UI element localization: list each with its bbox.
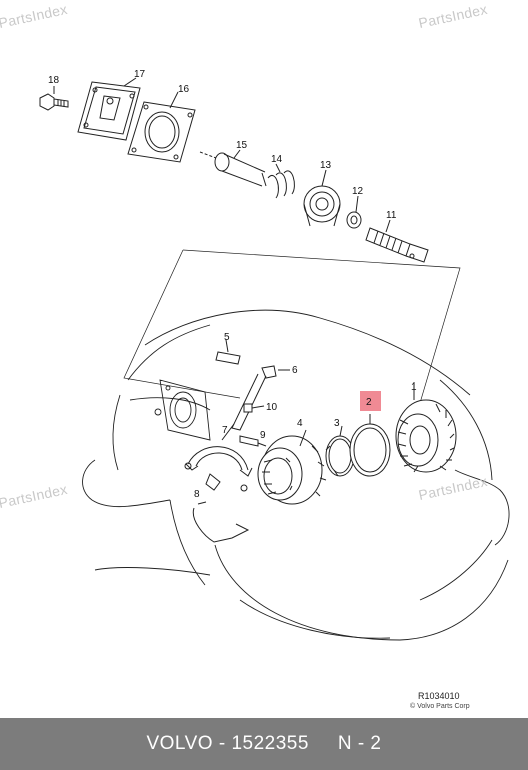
footer-brand: VOLVO [146, 733, 214, 754]
part-17-cover [77, 81, 141, 141]
part-info-footer: VOLVO - 1522355 N - 2 [0, 718, 528, 770]
part-16-gasket [127, 101, 196, 163]
part-3-snap-ring [325, 435, 355, 477]
part-13-bearing [303, 185, 341, 227]
footer-sep-1: - [213, 733, 232, 754]
part-18-bolt [39, 93, 69, 111]
figure-reference: R1034010 [418, 691, 460, 701]
callout-13: 13 [320, 160, 332, 171]
callout-8: 8 [194, 489, 200, 500]
part-14-spring [267, 170, 295, 199]
part-7-fork [184, 423, 253, 492]
callout-15: 15 [236, 140, 248, 151]
part-6-arm [231, 365, 290, 431]
top-assembly [39, 77, 429, 263]
footer-position: N - 2 [337, 733, 382, 754]
callout-14: 14 [271, 154, 283, 165]
exploded-view-drawing: 1 2 3 4 5 6 7 8 9 10 11 12 13 14 15 16 1… [39, 69, 510, 641]
callout-17: 17 [134, 69, 146, 80]
highlight-box [360, 391, 381, 411]
callout-16: 16 [178, 84, 190, 95]
part-8-clip [192, 501, 250, 543]
part-5-pin [215, 339, 241, 365]
copyright-note: © Volvo Parts Corp [410, 703, 470, 710]
callout-9: 9 [260, 430, 266, 441]
part-2-ring [349, 414, 391, 477]
callout-2: 2 [366, 397, 372, 408]
part-15-shaft [199, 151, 267, 187]
part-11-screw [365, 227, 429, 263]
callout-12: 12 [352, 186, 364, 197]
callout-4: 4 [297, 418, 303, 429]
callout-6: 6 [292, 365, 298, 376]
callout-1: 1 [411, 382, 417, 393]
callout-labels: 1 2 3 4 5 6 7 8 9 10 11 12 13 14 15 16 1… [48, 69, 417, 500]
lower-assembly [184, 339, 457, 543]
callout-3: 3 [334, 418, 340, 429]
part-9-bolt [239, 435, 267, 447]
callout-5: 5 [224, 332, 230, 343]
parts-diagram: 1 2 3 4 5 6 7 8 9 10 11 12 13 14 15 16 1… [0, 1, 510, 710]
callout-7: 7 [222, 425, 228, 436]
part-12-bushing [346, 211, 362, 229]
transmission-housing-outline [82, 309, 510, 641]
callout-11: 11 [386, 210, 397, 221]
callout-10: 10 [266, 402, 278, 413]
part-10-detent [243, 403, 265, 413]
footer-part-number: 1522355 [231, 733, 309, 754]
footer-gap [309, 733, 338, 755]
part-1-gear [395, 382, 457, 473]
part-4-hub [257, 435, 327, 505]
callout-18: 18 [48, 75, 60, 86]
detail-frame [123, 249, 461, 431]
